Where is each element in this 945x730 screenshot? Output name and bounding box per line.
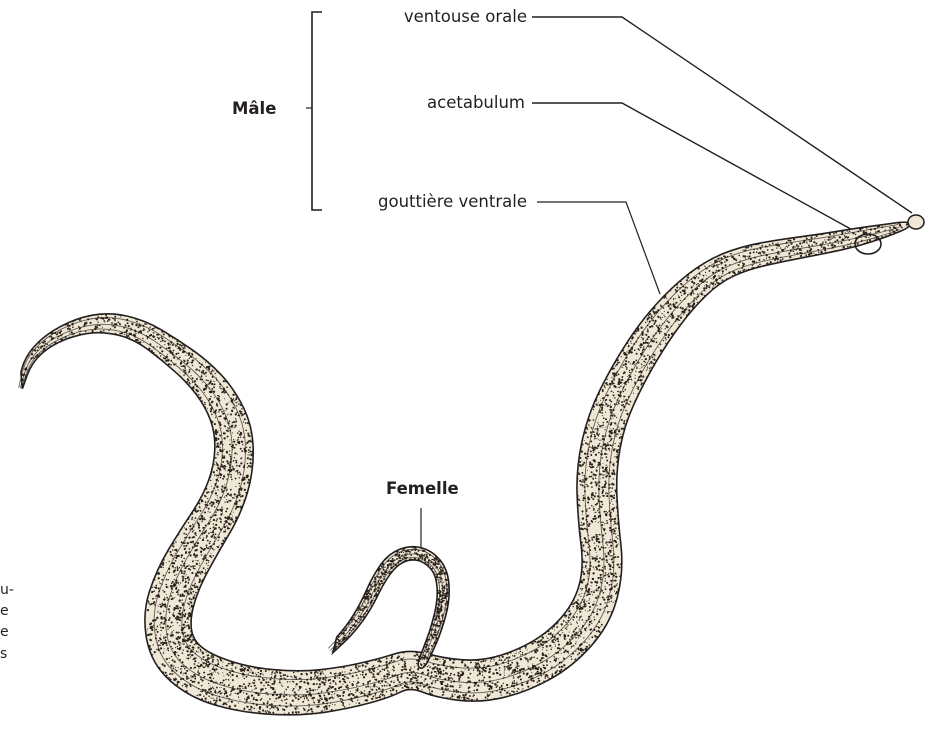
oral-sucker-leader: [532, 17, 912, 213]
ventral-groove-label: gouttière ventrale: [378, 194, 527, 211]
female-label: Femelle: [386, 481, 459, 498]
caption-fragment-2: e: [0, 604, 9, 618]
acetabulum-label: acetabulum: [427, 95, 525, 112]
ventral-groove-leader: [537, 202, 660, 294]
male-label: Mâle: [232, 101, 276, 118]
caption-fragment-1: u-: [0, 583, 14, 597]
oral-sucker-label: ventouse orale: [404, 9, 527, 26]
oral-sucker-shape: [908, 215, 924, 229]
worm-pair: [16, 215, 924, 718]
caption-fragment-3: e: [0, 625, 9, 639]
male-bracket: [312, 12, 322, 210]
male-worm-fill: [21, 222, 910, 715]
acetabulum-leader: [532, 103, 858, 233]
caption-fragment-4: s: [0, 647, 7, 661]
male-worm: [16, 221, 911, 718]
female-worm: [326, 545, 451, 670]
